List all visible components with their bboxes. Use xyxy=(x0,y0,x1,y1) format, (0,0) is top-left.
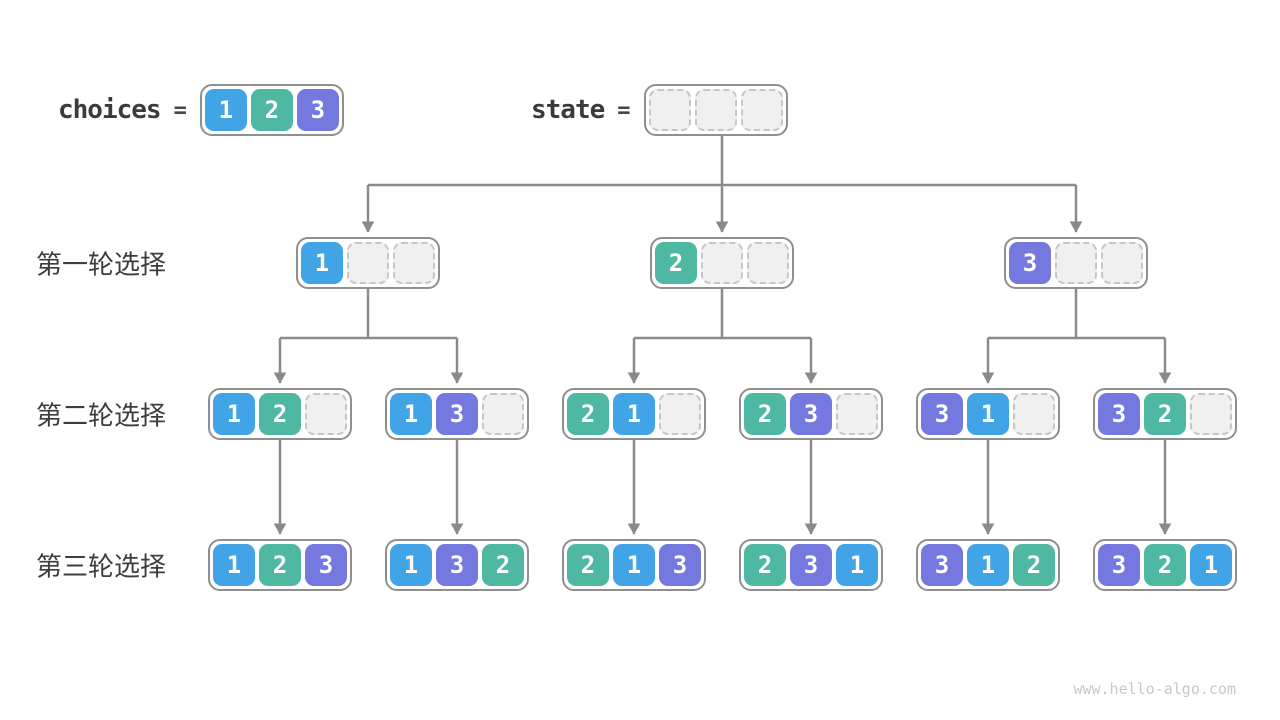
value-cell-1: 1 xyxy=(967,544,1009,586)
value-cell-3: 3 xyxy=(790,393,832,435)
empty-cell xyxy=(701,242,743,284)
empty-cell xyxy=(1190,393,1232,435)
value-cell-3: 3 xyxy=(436,393,478,435)
value-cell-2: 2 xyxy=(1013,544,1055,586)
empty-cell xyxy=(747,242,789,284)
value-cell-1: 1 xyxy=(613,544,655,586)
row-label-round-2: 第二轮选择 xyxy=(36,401,167,432)
array-node: 3 xyxy=(1004,237,1148,289)
value-cell-1: 1 xyxy=(204,89,247,131)
value-cell-3: 3 xyxy=(296,89,339,131)
value-cell-3: 3 xyxy=(1098,544,1140,586)
value-cell-3: 3 xyxy=(305,544,347,586)
empty-cell xyxy=(659,393,701,435)
row-label-round-1: 第一轮选择 xyxy=(36,250,167,281)
value-cell-1: 1 xyxy=(213,393,255,435)
empty-cell xyxy=(1055,242,1097,284)
array-node: 1 xyxy=(296,237,440,289)
value-cell-2: 2 xyxy=(259,393,301,435)
value-cell-1: 1 xyxy=(390,393,432,435)
value-cell-1: 1 xyxy=(836,544,878,586)
value-cell-2: 2 xyxy=(259,544,301,586)
equals-sign: = xyxy=(617,97,631,123)
value-cell-2: 2 xyxy=(567,544,609,586)
choices-label: choices xyxy=(58,95,162,125)
value-cell-2: 2 xyxy=(1144,544,1186,586)
value-cell-2: 2 xyxy=(250,89,293,131)
value-cell-1: 1 xyxy=(967,393,1009,435)
value-cell-3: 3 xyxy=(659,544,701,586)
value-cell-3: 3 xyxy=(921,544,963,586)
empty-cell xyxy=(648,89,691,131)
empty-cell xyxy=(694,89,737,131)
value-cell-3: 3 xyxy=(436,544,478,586)
value-cell-2: 2 xyxy=(567,393,609,435)
value-cell-3: 3 xyxy=(1009,242,1051,284)
empty-cell xyxy=(1101,242,1143,284)
empty-cell xyxy=(836,393,878,435)
empty-cell xyxy=(347,242,389,284)
value-cell-2: 2 xyxy=(655,242,697,284)
value-cell-1: 1 xyxy=(301,242,343,284)
row-label-round-3: 第三轮选择 xyxy=(36,552,167,583)
array-node: 2 xyxy=(650,237,794,289)
empty-cell xyxy=(1013,393,1055,435)
value-cell-2: 2 xyxy=(744,544,786,586)
empty-cell xyxy=(393,242,435,284)
state-legend: state = xyxy=(531,84,788,136)
array-node xyxy=(643,84,788,136)
value-cell-1: 1 xyxy=(613,393,655,435)
watermark: www.hello-algo.com xyxy=(1073,680,1236,698)
value-cell-1: 1 xyxy=(213,544,255,586)
empty-cell xyxy=(740,89,783,131)
value-cell-1: 1 xyxy=(1190,544,1232,586)
value-cell-1: 1 xyxy=(390,544,432,586)
empty-cell xyxy=(305,393,347,435)
value-cell-3: 3 xyxy=(921,393,963,435)
state-label: state xyxy=(531,95,605,125)
value-cell-2: 2 xyxy=(1144,393,1186,435)
value-cell-2: 2 xyxy=(482,544,524,586)
value-cell-3: 3 xyxy=(1098,393,1140,435)
state-array-node xyxy=(643,84,788,136)
empty-cell xyxy=(482,393,524,435)
value-cell-3: 3 xyxy=(790,544,832,586)
value-cell-2: 2 xyxy=(744,393,786,435)
equals-sign: = xyxy=(173,97,187,123)
